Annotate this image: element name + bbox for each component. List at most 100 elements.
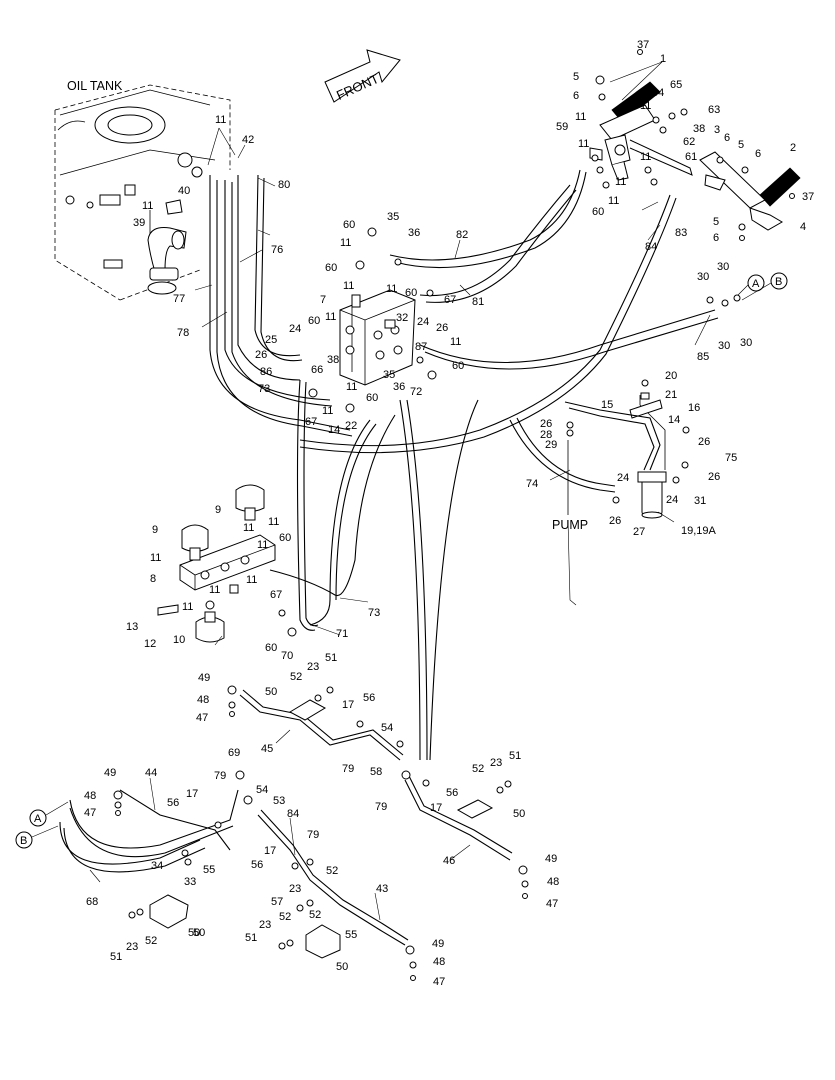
callout-9: 9 <box>152 524 158 536</box>
callout-20: 20 <box>665 370 677 382</box>
callout-60: 60 <box>405 287 417 299</box>
callout-82: 82 <box>456 229 468 241</box>
callout-54: 54 <box>256 784 268 796</box>
callout-4: 4 <box>800 221 806 233</box>
oil-tank <box>54 84 231 301</box>
callout-33: 33 <box>184 876 196 888</box>
callout-85: 85 <box>697 351 709 363</box>
callout-48: 48 <box>197 694 209 706</box>
callout-62: 62 <box>683 136 695 148</box>
leader-lines <box>89 61 711 921</box>
callout-6: 6 <box>573 90 579 102</box>
callout-81: 81 <box>472 296 484 308</box>
callout-56: 56 <box>363 692 375 704</box>
connector-a-top: A <box>752 278 760 290</box>
callout-29: 29 <box>545 439 557 451</box>
callout-47: 47 <box>196 712 208 724</box>
callout-67: 67 <box>270 589 282 601</box>
callout-6: 6 <box>713 232 719 244</box>
callout-11: 11 <box>575 111 586 123</box>
callout-38: 38 <box>327 354 339 366</box>
callout-24: 24 <box>666 494 678 506</box>
callout-6: 6 <box>755 148 761 160</box>
callout-24: 24 <box>417 316 429 328</box>
callout-79: 79 <box>214 770 226 782</box>
callout-44: 44 <box>145 767 157 779</box>
callout-26: 26 <box>436 322 448 334</box>
callout-51: 51 <box>509 750 521 762</box>
callout-52: 52 <box>290 671 302 683</box>
callout-49: 49 <box>545 853 557 865</box>
callout-11: 11 <box>340 237 351 249</box>
callout-11: 11 <box>615 176 626 188</box>
fitting-set <box>113 49 795 981</box>
callout-60: 60 <box>279 532 291 544</box>
callout-11: 11 <box>209 584 220 596</box>
callout-28: 28 <box>540 429 552 441</box>
connector-b-top: B <box>775 276 782 288</box>
callout-24: 24 <box>617 472 629 484</box>
callout-11: 11 <box>343 280 354 292</box>
callout-11: 11 <box>640 151 651 163</box>
callout-53: 53 <box>273 795 285 807</box>
callout-30: 30 <box>697 271 709 283</box>
callout-50: 50 <box>336 961 348 973</box>
callout-73: 73 <box>368 607 380 619</box>
callout-23: 23 <box>126 941 138 953</box>
connector-markers: A B A B <box>15 272 788 849</box>
callout-1: 1 <box>660 53 666 65</box>
callout-55: 55 <box>345 929 357 941</box>
callout-23: 23 <box>289 883 301 895</box>
callout-12: 12 <box>144 638 156 650</box>
lower-lines <box>59 689 513 946</box>
callout-60: 60 <box>308 315 320 327</box>
tube-15 <box>564 401 661 471</box>
callout-48: 48 <box>547 876 559 888</box>
callout-79: 79 <box>342 763 354 775</box>
callout-36: 36 <box>393 381 405 393</box>
callout-11: 11 <box>322 405 333 417</box>
callout-11: 11 <box>142 200 153 212</box>
pump-label: PUMP <box>552 518 588 532</box>
callout-17: 17 <box>186 788 198 800</box>
callout-40: 40 <box>178 185 190 197</box>
front-arrow: FRONT <box>324 49 401 103</box>
callout-5: 5 <box>738 139 744 151</box>
callout-67: 67 <box>305 416 317 428</box>
callout-51: 51 <box>110 951 122 963</box>
callout-60: 60 <box>592 206 604 218</box>
callout-51: 51 <box>325 652 337 664</box>
callout-32: 32 <box>396 312 408 324</box>
callout-31: 31 <box>694 495 706 507</box>
callout-49: 49 <box>198 672 210 684</box>
callout-65: 65 <box>670 79 682 91</box>
callout-19-19A: 19,19A <box>681 525 717 537</box>
callout-22: 22 <box>345 420 357 432</box>
callout-48: 48 <box>433 956 445 968</box>
callout-5: 5 <box>713 216 719 228</box>
callout-5: 5 <box>573 71 579 83</box>
callout-11: 11 <box>215 114 226 126</box>
callout-76: 76 <box>271 244 283 256</box>
callout-39: 39 <box>133 217 145 229</box>
callout-11: 11 <box>640 100 651 112</box>
callout-87: 87 <box>415 341 427 353</box>
callout-37: 37 <box>802 191 814 203</box>
callout-79: 79 <box>375 801 387 813</box>
callout-11: 11 <box>268 516 279 528</box>
callout-50: 50 <box>188 927 200 939</box>
callout-23: 23 <box>490 757 502 769</box>
callout-70: 70 <box>281 650 293 662</box>
callout-52: 52 <box>326 865 338 877</box>
callout-45: 45 <box>261 743 273 755</box>
callout-60: 60 <box>343 219 355 231</box>
callout-72: 72 <box>410 386 422 398</box>
callout-11: 11 <box>325 311 336 323</box>
callout-46: 46 <box>443 855 455 867</box>
callout-79: 79 <box>307 829 319 841</box>
control-valve <box>339 289 416 386</box>
callout-74: 74 <box>526 478 538 490</box>
accumulator-manifold <box>157 484 276 643</box>
